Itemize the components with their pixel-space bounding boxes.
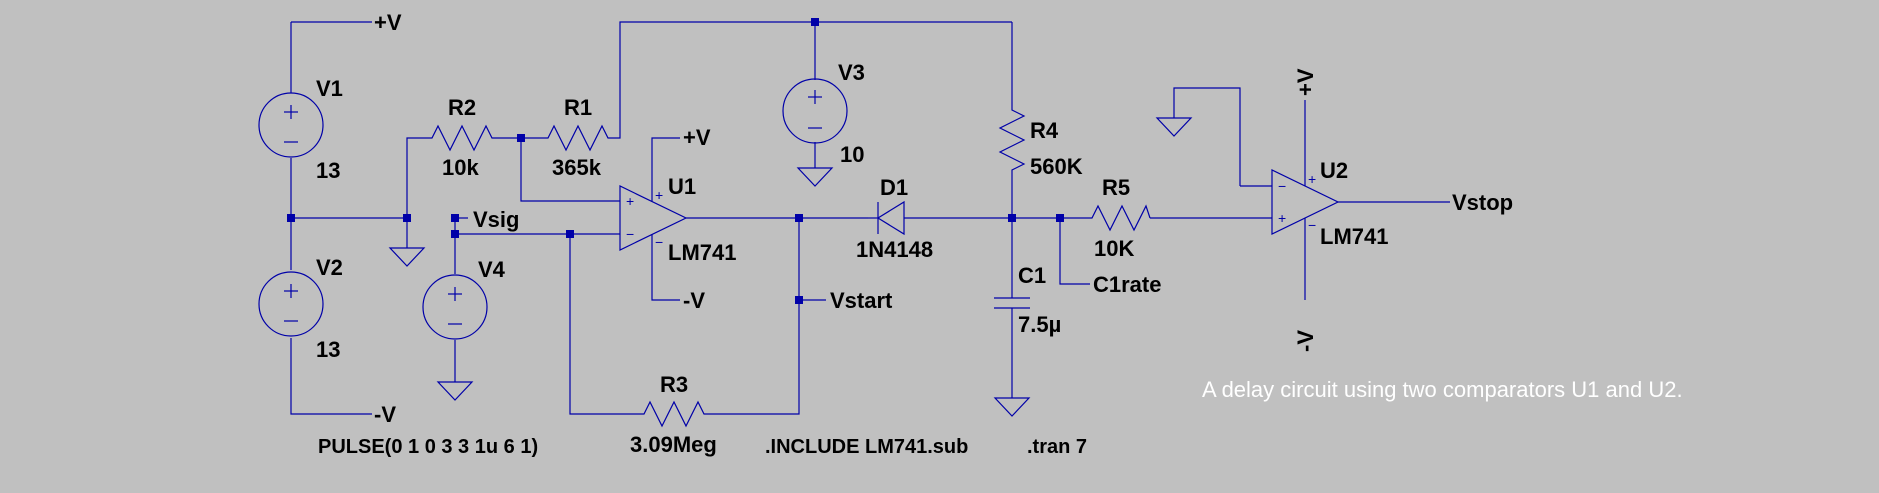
r4-name: R4 bbox=[1030, 118, 1059, 143]
junction-dot bbox=[811, 18, 819, 26]
junction-dot bbox=[1056, 214, 1064, 222]
r5-resistor-symbol[interactable] bbox=[1084, 204, 1151, 232]
svg-text:−: − bbox=[626, 226, 634, 242]
wire bbox=[710, 218, 800, 415]
r4-resistor-symbol[interactable] bbox=[998, 102, 1026, 180]
c1-capacitor-symbol[interactable] bbox=[994, 297, 1030, 309]
svg-text:+: + bbox=[1308, 171, 1316, 187]
v3-value: 10 bbox=[840, 142, 864, 167]
r2-resistor-symbol[interactable] bbox=[425, 124, 498, 152]
pos-supply-label: +V bbox=[374, 10, 402, 35]
junction-dot bbox=[1008, 214, 1016, 222]
ground-icon bbox=[388, 247, 426, 267]
ground-icon bbox=[1155, 117, 1193, 137]
wire bbox=[1173, 87, 1241, 186]
ground-icon bbox=[436, 381, 474, 401]
r2-value: 10k bbox=[442, 155, 479, 180]
u2-opamp-symbol[interactable]: − + + − bbox=[1271, 169, 1340, 235]
c1-value: 7.5µ bbox=[1018, 312, 1061, 337]
r3-value: 3.09Meg bbox=[630, 432, 717, 457]
junctions bbox=[287, 18, 1064, 304]
v2-name: V2 bbox=[316, 255, 343, 280]
neg-supply-label: -V bbox=[374, 402, 396, 427]
u2-value: LM741 bbox=[1320, 224, 1388, 249]
r1-name: R1 bbox=[564, 95, 592, 120]
wire bbox=[651, 268, 680, 301]
u1-value: LM741 bbox=[668, 240, 736, 265]
ground-icon bbox=[796, 167, 834, 187]
v1-value: 13 bbox=[316, 158, 340, 183]
v3-name: V3 bbox=[838, 60, 865, 85]
v4-source-symbol[interactable] bbox=[422, 274, 488, 340]
net-pin bbox=[451, 230, 459, 238]
u1-name: U1 bbox=[668, 174, 696, 199]
d1-value: 1N4148 bbox=[856, 237, 933, 262]
wire bbox=[614, 21, 1012, 139]
r4-value: 560K bbox=[1030, 154, 1083, 179]
vsig-label: Vsig bbox=[473, 207, 519, 232]
v1-source-symbol[interactable] bbox=[258, 92, 324, 158]
junction-dot bbox=[795, 214, 803, 222]
c1rate-label: C1rate bbox=[1093, 272, 1161, 297]
c1-name: C1 bbox=[1018, 263, 1046, 288]
wire bbox=[406, 137, 425, 218]
wire bbox=[290, 338, 372, 415]
svg-text:−: − bbox=[1278, 178, 1286, 194]
junction-dot bbox=[287, 214, 295, 222]
wire bbox=[520, 138, 620, 202]
u1-pos-supply-label: +V bbox=[683, 125, 711, 150]
u2-pos-supply-label: +V bbox=[1293, 68, 1318, 96]
ground-icon bbox=[993, 397, 1031, 417]
v2-source-symbol[interactable] bbox=[258, 271, 324, 337]
r1-value: 365k bbox=[552, 155, 602, 180]
u1-neg-supply-label: -V bbox=[683, 288, 705, 313]
d1-diode-symbol[interactable] bbox=[868, 200, 905, 236]
u2-neg-supply-label: -V bbox=[1293, 330, 1318, 352]
svg-text:+: + bbox=[626, 193, 634, 209]
svg-text:+: + bbox=[655, 187, 663, 203]
vstart-label: Vstart bbox=[830, 288, 893, 313]
svg-text:+: + bbox=[1278, 210, 1286, 226]
v3-source-symbol[interactable] bbox=[782, 78, 848, 144]
d1-name: D1 bbox=[880, 175, 908, 200]
circuit-comment: A delay circuit using two comparators U1… bbox=[1202, 377, 1683, 402]
junction-dot bbox=[566, 230, 574, 238]
r2-name: R2 bbox=[448, 95, 476, 120]
v4-value: PULSE(0 1 0 3 3 1u 6 1) bbox=[318, 436, 538, 458]
r3-resistor-symbol[interactable] bbox=[636, 400, 710, 428]
svg-text:−: − bbox=[1308, 217, 1316, 233]
u1-opamp-symbol[interactable]: + − + − bbox=[619, 168, 688, 268]
labels: +V -V V1 13 V2 13 R2 10k R1 365k Vsig V4… bbox=[316, 10, 1683, 458]
tran-directive: .tran 7 bbox=[1027, 436, 1087, 458]
wire bbox=[569, 234, 636, 415]
vstop-label: Vstop bbox=[1452, 190, 1513, 215]
wire bbox=[1059, 218, 1090, 285]
r1-resistor-symbol[interactable] bbox=[540, 124, 614, 152]
svg-text:−: − bbox=[655, 234, 663, 250]
junction-dot bbox=[517, 134, 525, 142]
v2-value: 13 bbox=[316, 337, 340, 362]
net-pin bbox=[451, 214, 459, 222]
wire bbox=[651, 137, 680, 168]
v4-name: V4 bbox=[478, 257, 506, 282]
u2-name: U2 bbox=[1320, 158, 1348, 183]
r5-value: 10K bbox=[1094, 236, 1134, 261]
junction-dot bbox=[795, 296, 803, 304]
r5-name: R5 bbox=[1102, 175, 1130, 200]
include-directive: .INCLUDE LM741.sub bbox=[765, 436, 968, 458]
v1-name: V1 bbox=[316, 76, 343, 101]
r3-name: R3 bbox=[660, 372, 688, 397]
junction-dot bbox=[403, 214, 411, 222]
